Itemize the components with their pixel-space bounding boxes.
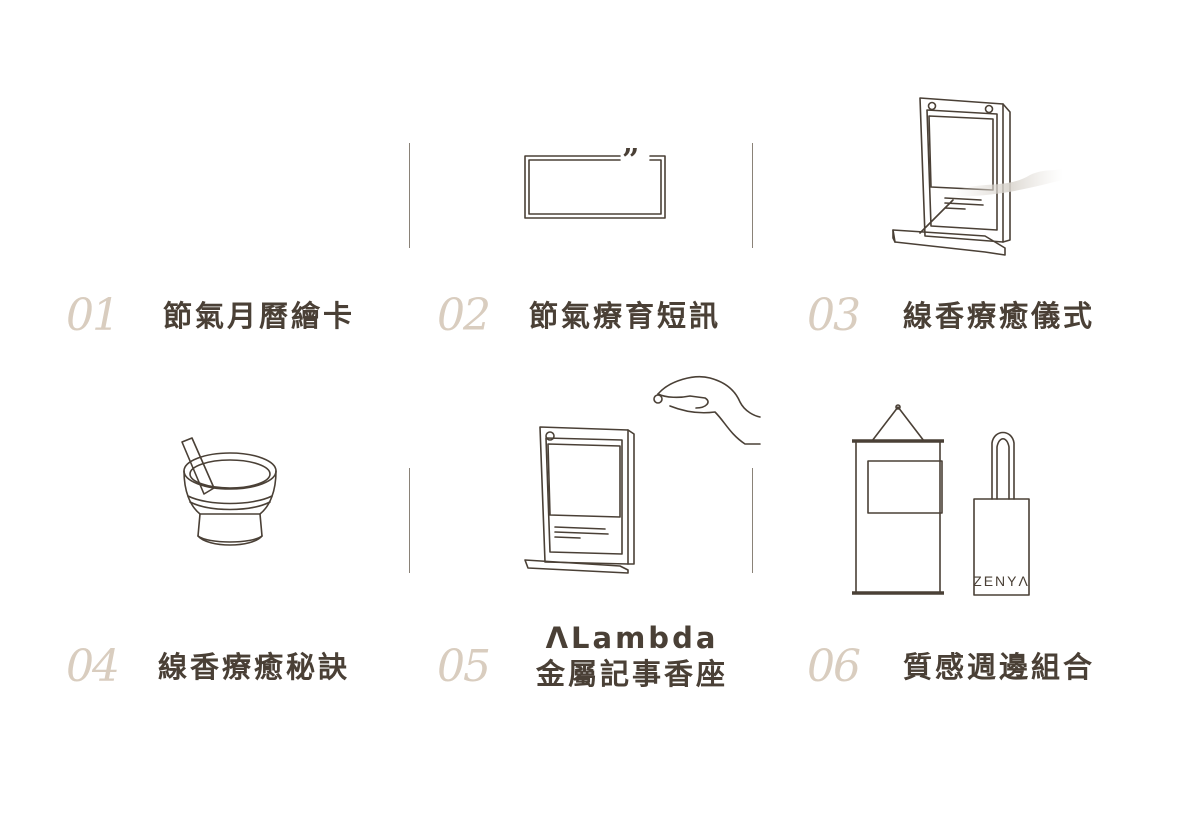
quote-mark-icon: ” bbox=[622, 148, 639, 178]
item-number-05: 05 bbox=[437, 641, 491, 692]
divider-row1-right bbox=[752, 143, 753, 248]
item-title-04: 線香療癒秘訣 bbox=[158, 650, 351, 684]
item-title-05-line2: 金屬記事香座 bbox=[535, 657, 728, 692]
bag-label: ZENYΛ bbox=[973, 573, 1030, 589]
item-title-03: 線香療癒儀式 bbox=[903, 299, 1096, 333]
quote-frame-icon: ” bbox=[520, 148, 670, 223]
divider-row2-right bbox=[752, 468, 753, 573]
item-title-02: 節氣療育短訊 bbox=[529, 299, 722, 333]
item-title-05: ΛLambda 金屬記事香座 bbox=[532, 620, 732, 693]
divider-row1-left bbox=[409, 143, 410, 248]
item-number-04: 04 bbox=[66, 641, 120, 692]
item-title-06: 質感週邊組合 bbox=[903, 650, 1096, 684]
item-number-03: 03 bbox=[807, 290, 861, 341]
item-title-01: 節氣月曆繪卡 bbox=[163, 299, 356, 333]
incense-card-stand-icon bbox=[885, 90, 1075, 270]
item-title-05-line1: ΛLambda bbox=[545, 621, 719, 655]
divider-row2-left bbox=[409, 468, 410, 573]
mortar-pestle-icon bbox=[178, 436, 288, 566]
metal-note-stand-icon bbox=[520, 372, 765, 577]
item-number-01: 01 bbox=[66, 290, 120, 341]
item-number-06: 06 bbox=[807, 641, 861, 692]
item-number-02: 02 bbox=[437, 290, 491, 341]
merch-set-icon: ZENYΛ bbox=[848, 403, 1038, 598]
